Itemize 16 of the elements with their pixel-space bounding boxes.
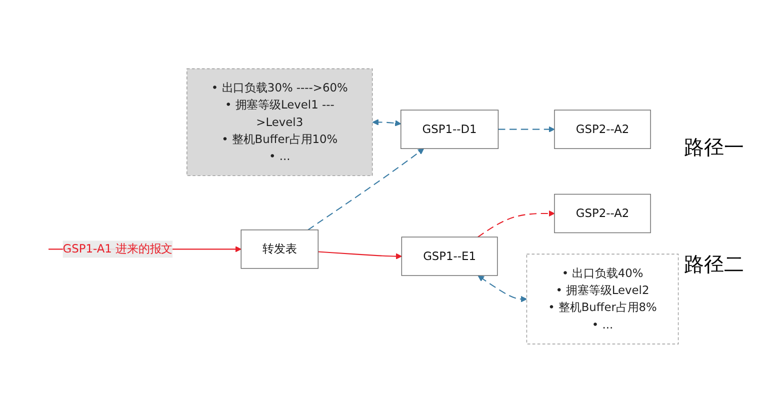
node-box: • 出口负载40% • 拥塞等级Level2 • 整机Buffer占用8% • ...: [526, 253, 679, 344]
node-box: GSP1--D1: [400, 109, 499, 149]
path-label: 路径一: [684, 134, 745, 161]
arrow: [372, 118, 402, 126]
node-box: GSP2--A2: [554, 109, 651, 149]
node-box: GSP2--A2: [554, 194, 651, 233]
node-box: • 出口负载30% ---->60% • 拥塞等级Level1 --->Level3 • 整机Buffer占用10% • ...: [186, 68, 373, 176]
arrow: [478, 210, 555, 238]
arrow: [498, 126, 555, 132]
arrow: [318, 250, 402, 260]
path-label: 路径二: [684, 251, 745, 278]
arrow: [308, 148, 424, 230]
node-box: GSP1--E1: [401, 236, 498, 276]
arrow: [478, 275, 528, 302]
node-box: 转发表: [240, 229, 318, 268]
edge-label: GSP1-A1 进来的报文: [62, 242, 173, 256]
